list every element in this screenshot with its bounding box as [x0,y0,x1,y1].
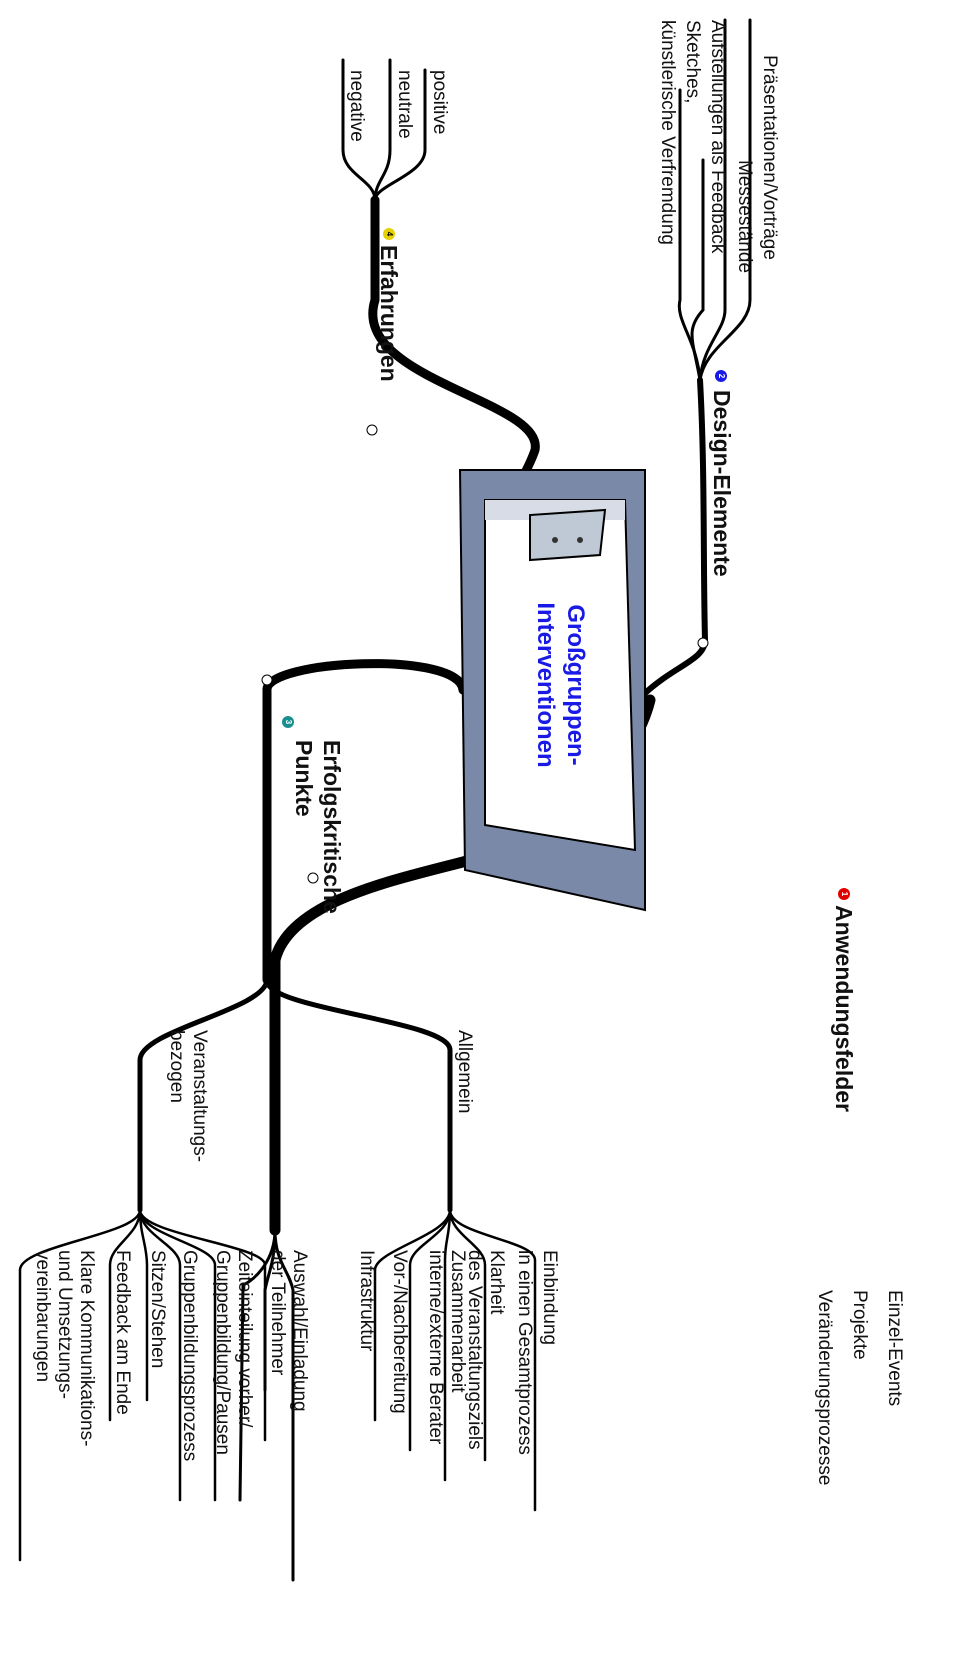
leaf-negative: negative [346,70,367,142]
leaf-klarheit: Klarheit [486,1250,507,1315]
leaf-messestaende: Messestände [734,160,755,274]
branch-title-erfolgskritische: Erfolgskritische [319,740,345,914]
leaf-line-infrastruktur [373,1208,452,1422]
central-topic-line2: Interventionen [532,602,559,768]
leaf-line-klarheit [448,1208,487,1462]
leaf-gruppenbildungsprozess: Gruppenbildungsprozess [179,1250,200,1462]
leaf-sitzen-stehen: Sitzen/Stehen [147,1250,168,1369]
leaf-line-neutrale [373,58,392,202]
priority-badge-2: 2 [715,370,727,382]
leaf-infrastruktur: Infrastruktur [356,1250,377,1352]
leaf-line-positive [373,68,427,202]
leaf-sketches: Sketches, [682,20,703,104]
branch-title-design-elemente: Design-Elemente [709,390,735,577]
leaf-vereinbarungen: vereinbarungen [32,1250,53,1383]
leaf-zeiteinteilung: Zeiteinteilung vorher/ [234,1250,255,1428]
leaf-auswahl: Auswahl/Einladung [289,1250,310,1412]
leaf-praesentationen: Präsentationen/Vorträge [759,55,780,260]
leaf-teilnehmer: der Teilnehmer [267,1250,288,1376]
branch-design [640,377,709,698]
central-topic-line1: Großgruppen- [562,604,589,766]
leaf-positive: positive [429,70,450,135]
leaf-zusammenarbeit: Zusammenarbeit [447,1250,468,1393]
leaf-kuenstlerisch: künstlerische Verfremdung [657,20,678,245]
branch-title-anwendungsfelder: Anwendungsfelder [831,905,857,1113]
leaf-einbindung: Einbindung [539,1250,560,1346]
leaf-line-klare [18,1208,142,1562]
leaf-line-kuenstlerisch [698,18,752,382]
leaf-vor-nachbereitung: Vor-/Nachbereitung [389,1250,410,1414]
leaf-line-negative [341,58,377,202]
clipboard-icon [458,469,646,912]
leaf-aufstellungen: Aufstellungen als Feedback [707,20,728,254]
leaf-line-auswahl [138,1208,267,1442]
leaf-pausen: Gruppenbildung/Pausen [212,1250,233,1455]
priority-badge-1: 1 [838,888,850,900]
leaf-line-einbindung [448,1208,537,1512]
branch-allgemein [264,977,453,1213]
leaf-line-gruppenbildung [138,1208,182,1502]
leaf-line-veraenderung [273,1228,295,1582]
leaf-gesamtprozess: in einen Gesamtprozess [514,1250,535,1455]
sub-branch-veranstaltungs: Veranstaltungs- [189,1030,210,1163]
leaf-klare-kommunikation: Klare Kommunikations- [76,1250,97,1447]
leaf-line-praesentationen [677,88,702,382]
leaf-line-zeiteinteilung [138,1208,217,1502]
sub-branch-bezogen: bezogen [166,1030,187,1103]
leaf-projekte: Projekte [849,1290,870,1360]
priority-badge-4: 4 [383,228,395,240]
leaf-veraenderungsprozesse: Veränderungsprozesse [814,1290,835,1486]
branch-title-punkte: Punkte [291,740,317,817]
leaf-line-feedback [108,1208,142,1422]
leaf-line-messe [690,158,705,382]
priority-badge-3: 3 [282,716,294,728]
leaf-umsetzungs: und Umsetzungs- [54,1250,75,1399]
leaf-berater: interne/externe Berater [425,1250,446,1445]
leaf-feedback: Feedback am Ende [112,1250,133,1415]
branch-veranstaltung [137,977,270,1213]
central-topic: Großgruppen- Interventionen [530,555,590,815]
leaf-neutrale: neutrale [394,70,415,139]
branch-title-erfahrungen: Erfahrungen [376,245,402,382]
sub-branch-allgemein: Allgemein [454,1030,475,1114]
leaf-einzel-events: Einzel-Events [884,1290,905,1407]
